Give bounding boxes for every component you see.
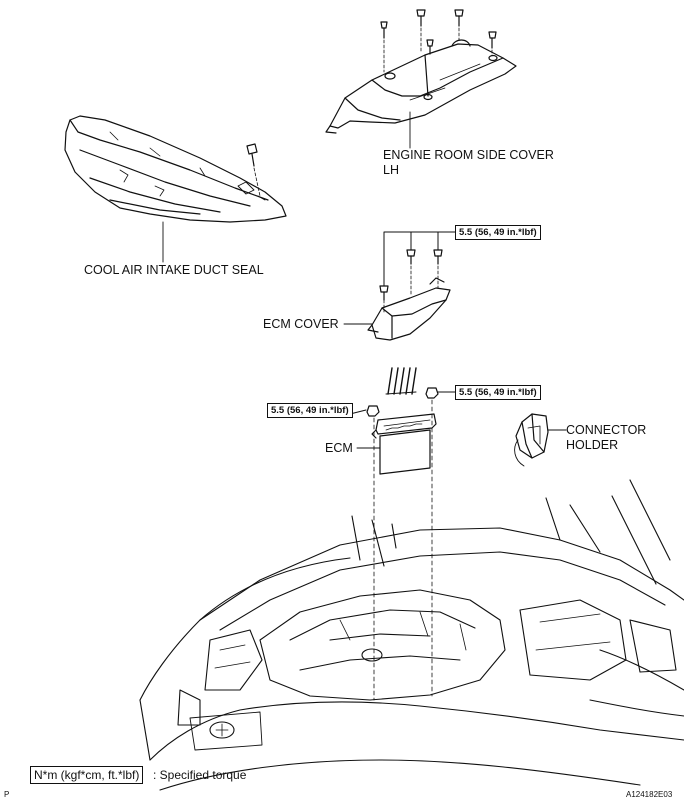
cool-air-intake-duct-seal-label: COOL AIR INTAKE DUCT SEAL <box>84 263 264 277</box>
cover-clip-5 <box>488 31 497 57</box>
engine-room-side-cover-label-lh: LH <box>383 163 399 177</box>
cover-clip-3 <box>454 9 464 41</box>
page-letter: P <box>4 790 10 799</box>
ecm-nut-left <box>349 405 380 417</box>
torque-spec-ecm-nut-right: 5.5 (56, 49 in.*lbf) <box>455 385 541 400</box>
connector-holder <box>514 413 549 467</box>
connector-holder-label: CONNECTOR <box>566 423 647 437</box>
ecm-cover-torque-leader <box>383 231 456 287</box>
torque-spec-ecm-cover: 5.5 (56, 49 in.*lbf) <box>455 225 541 240</box>
ecm-label: ECM <box>325 441 353 455</box>
vehicle-engine-bay <box>139 479 684 791</box>
torque-spec-ecm-nut-left: 5.5 (56, 49 in.*lbf) <box>267 403 353 418</box>
cover-clip-2 <box>416 9 426 53</box>
cool-air-intake-duct-seal <box>64 115 287 223</box>
connector-holder-label-2: HOLDER <box>566 438 619 452</box>
figure-code: A124182E03 <box>626 790 673 799</box>
engine-room-side-cover-label: ENGINE ROOM SIDE COVER <box>383 148 554 162</box>
cover-clip-4 <box>426 39 434 55</box>
ecm-cover-bolts <box>379 249 443 313</box>
ecm-connectors <box>385 367 417 395</box>
cover-clip-1 <box>380 21 388 73</box>
ecm-cover-label: ECM COVER <box>263 317 339 331</box>
ecm-nut-right <box>425 387 456 399</box>
ecm-cover <box>367 277 451 341</box>
seal-clip <box>246 143 261 197</box>
legend-description: : Specified torque <box>153 768 247 782</box>
engine-room-side-cover <box>325 39 517 134</box>
legend-unit-box: N*m (kgf*cm, ft.*lbf) <box>30 766 144 784</box>
ecm-unit <box>371 413 437 475</box>
